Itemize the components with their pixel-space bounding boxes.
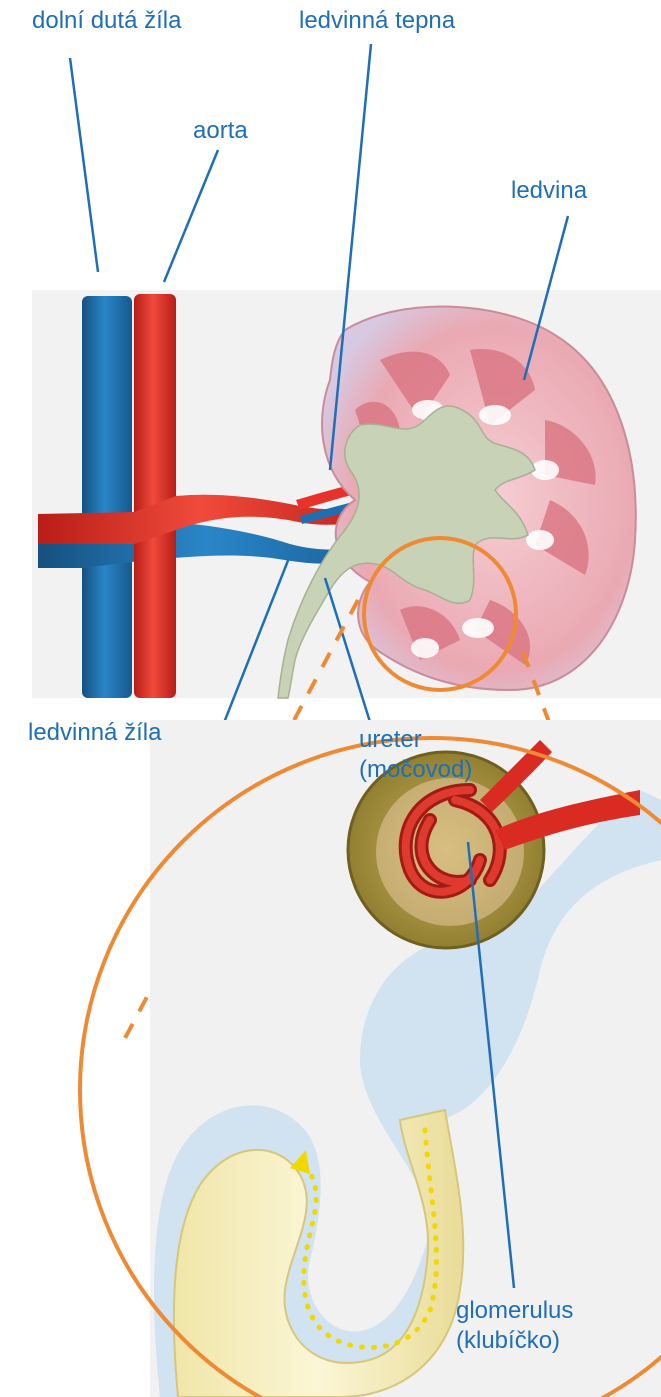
label-kidney-text: ledvina — [511, 176, 587, 206]
label-ureter-line1: ureter — [359, 725, 472, 755]
label-ureter: ureter (močovod) — [359, 725, 472, 785]
label-ureter-line2: (močovod) — [359, 755, 472, 785]
label-renal-vein: ledvinná žíla — [28, 718, 161, 748]
inferior-vena-cava — [82, 296, 132, 698]
aorta — [134, 294, 176, 698]
label-inferior-vena-cava-text: dolní dutá žíla — [32, 6, 181, 36]
label-aorta-text: aorta — [193, 116, 248, 146]
label-renal-artery-text: ledvinná tepna — [299, 6, 455, 36]
label-aorta: aorta — [193, 116, 248, 146]
label-inferior-vena-cava: dolní dutá žíla — [32, 6, 181, 36]
label-glomerulus-line2: (klubíčko) — [456, 1326, 573, 1356]
label-kidney: ledvina — [511, 176, 587, 206]
label-glomerulus-line1: glomerulus — [456, 1296, 573, 1326]
label-renal-artery: ledvinná tepna — [299, 6, 455, 36]
label-glomerulus: glomerulus (klubíčko) — [456, 1296, 573, 1356]
label-renal-vein-text: ledvinná žíla — [28, 718, 161, 748]
